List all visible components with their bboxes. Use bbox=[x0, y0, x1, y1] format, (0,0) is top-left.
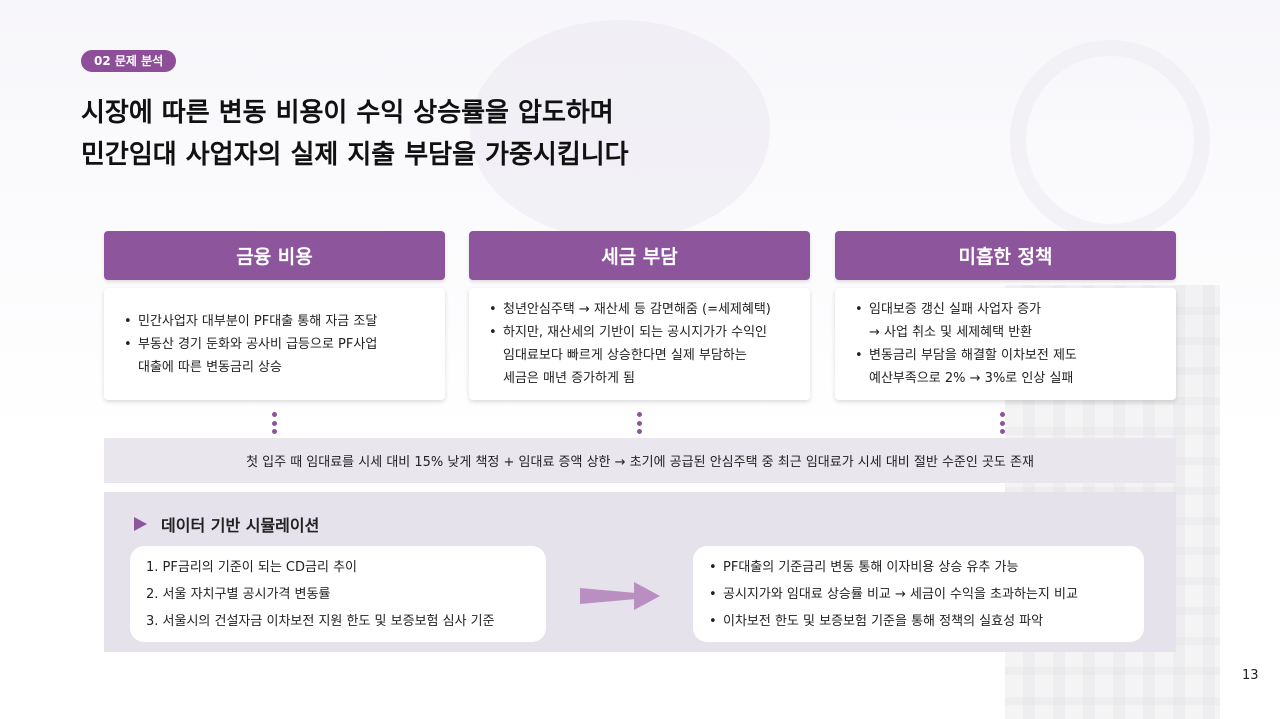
simulation-outputs-box: PF대출의 기준금리 변동 통해 이자비용 상승 유추 가능 공시지가와 임대료… bbox=[693, 546, 1144, 642]
list-item: 공시지가와 임대료 상승률 비교 → 세금이 수익을 초과하는지 비교 bbox=[709, 581, 1128, 608]
list-item: 1. PF금리의 기준이 되는 CD금리 추이 bbox=[146, 559, 357, 575]
column-card-finance: 민간사업자 대부분이 PF대출 통해 자금 조달 부동산 경기 둔화와 공사비 … bbox=[104, 288, 445, 400]
column-header-finance: 금융 비용 bbox=[104, 231, 445, 280]
list-item: 3. 서울시의 건설자금 이차보전 지원 한도 및 보증보험 심사 기준 bbox=[146, 613, 495, 629]
page-title-line-1: 시장에 따른 변동 비용이 수익 상승률을 압도하며 bbox=[81, 98, 614, 128]
background-circle bbox=[470, 20, 770, 240]
simulation-title: 데이터 기반 시뮬레이션 bbox=[134, 512, 319, 536]
column-card-tax: 청년안심주택 → 재산세 등 감면해줌 (=세제혜택) 하지만, 재산세의 기반… bbox=[469, 288, 810, 400]
list-item: 임대료보다 빠르게 상승한다면 실제 부담하는 bbox=[503, 348, 747, 363]
play-triangle-icon bbox=[134, 517, 147, 531]
list-item: PF대출의 기준금리 변동 통해 이자비용 상승 유추 가능 bbox=[709, 554, 1128, 581]
list-item: 예산부족으로 2% → 3%로 인상 실패 bbox=[869, 371, 1074, 386]
vertical-dots-icon bbox=[271, 412, 277, 434]
simulation-title-text: 데이터 기반 시뮬레이션 bbox=[161, 516, 320, 535]
vertical-dots-icon bbox=[999, 412, 1005, 434]
column-card-policy: 임대보증 갱신 실패 사업자 증가 → 사업 취소 및 세제혜택 반환 변동금리… bbox=[835, 288, 1176, 400]
column-header-tax: 세금 부담 bbox=[469, 231, 810, 280]
list-item: 변동금리 부담을 해결할 이차보전 제도 bbox=[853, 344, 1158, 367]
vertical-dots-icon bbox=[636, 412, 642, 434]
section-tag: 02 문제 분석 bbox=[81, 50, 177, 72]
column-list-finance: 민간사업자 대부분이 PF대출 통해 자금 조달 부동산 경기 둔화와 공사비 … bbox=[122, 310, 427, 379]
list-item: 세금은 매년 증가하게 됨 bbox=[503, 371, 635, 386]
list-item: 2. 서울 자치구별 공시가격 변동률 bbox=[146, 586, 331, 602]
simulation-inputs-list: 1. PF금리의 기준이 되는 CD금리 추이 2. 서울 자치구별 공시가격 … bbox=[146, 554, 530, 635]
right-arrow-icon bbox=[580, 582, 660, 610]
list-item: 청년안심주택 → 재산세 등 감면해줌 (=세제혜택) bbox=[487, 298, 792, 321]
list-item: 임대보증 갱신 실패 사업자 증가 bbox=[853, 298, 1158, 321]
column-header-policy: 미흡한 정책 bbox=[835, 231, 1176, 280]
list-item: 민간사업자 대부분이 PF대출 통해 자금 조달 bbox=[122, 310, 427, 333]
list-item: 부동산 경기 둔화와 공사비 급등으로 PF사업 bbox=[122, 333, 427, 356]
page-number: 13 bbox=[1242, 668, 1259, 683]
column-list-tax: 청년안심주택 → 재산세 등 감면해줌 (=세제혜택) 하지만, 재산세의 기반… bbox=[487, 298, 792, 390]
simulation-panel: 데이터 기반 시뮬레이션 1. PF금리의 기준이 되는 CD금리 추이 2. … bbox=[104, 492, 1176, 652]
simulation-outputs-list: PF대출의 기준금리 변동 통해 이자비용 상승 유추 가능 공시지가와 임대료… bbox=[709, 554, 1128, 635]
page-title-line-2: 민간임대 사업자의 실제 지출 부담을 가중시킵니다 bbox=[81, 140, 629, 170]
simulation-inputs-box: 1. PF금리의 기준이 되는 CD금리 추이 2. 서울 자치구별 공시가격 … bbox=[130, 546, 546, 642]
summary-text: 첫 입주 때 임대료를 시세 대비 15% 낮게 책정 + 임대료 증액 상한 … bbox=[246, 455, 1034, 470]
summary-bar: 첫 입주 때 임대료를 시세 대비 15% 낮게 책정 + 임대료 증액 상한 … bbox=[104, 438, 1176, 483]
list-item: 하지만, 재산세의 기반이 되는 공시지가가 수익인 bbox=[487, 321, 792, 344]
list-item: 이차보전 한도 및 보증보험 기준을 통해 정책의 실효성 파악 bbox=[709, 608, 1128, 635]
list-item: 대출에 따른 변동금리 상승 bbox=[138, 359, 282, 375]
list-item: → 사업 취소 및 세제혜택 반환 bbox=[869, 325, 1033, 340]
column-list-policy: 임대보증 갱신 실패 사업자 증가 → 사업 취소 및 세제혜택 반환 변동금리… bbox=[853, 298, 1158, 390]
page-title: 시장에 따른 변동 비용이 수익 상승률을 압도하며 민간임대 사업자의 실제 … bbox=[81, 92, 881, 176]
